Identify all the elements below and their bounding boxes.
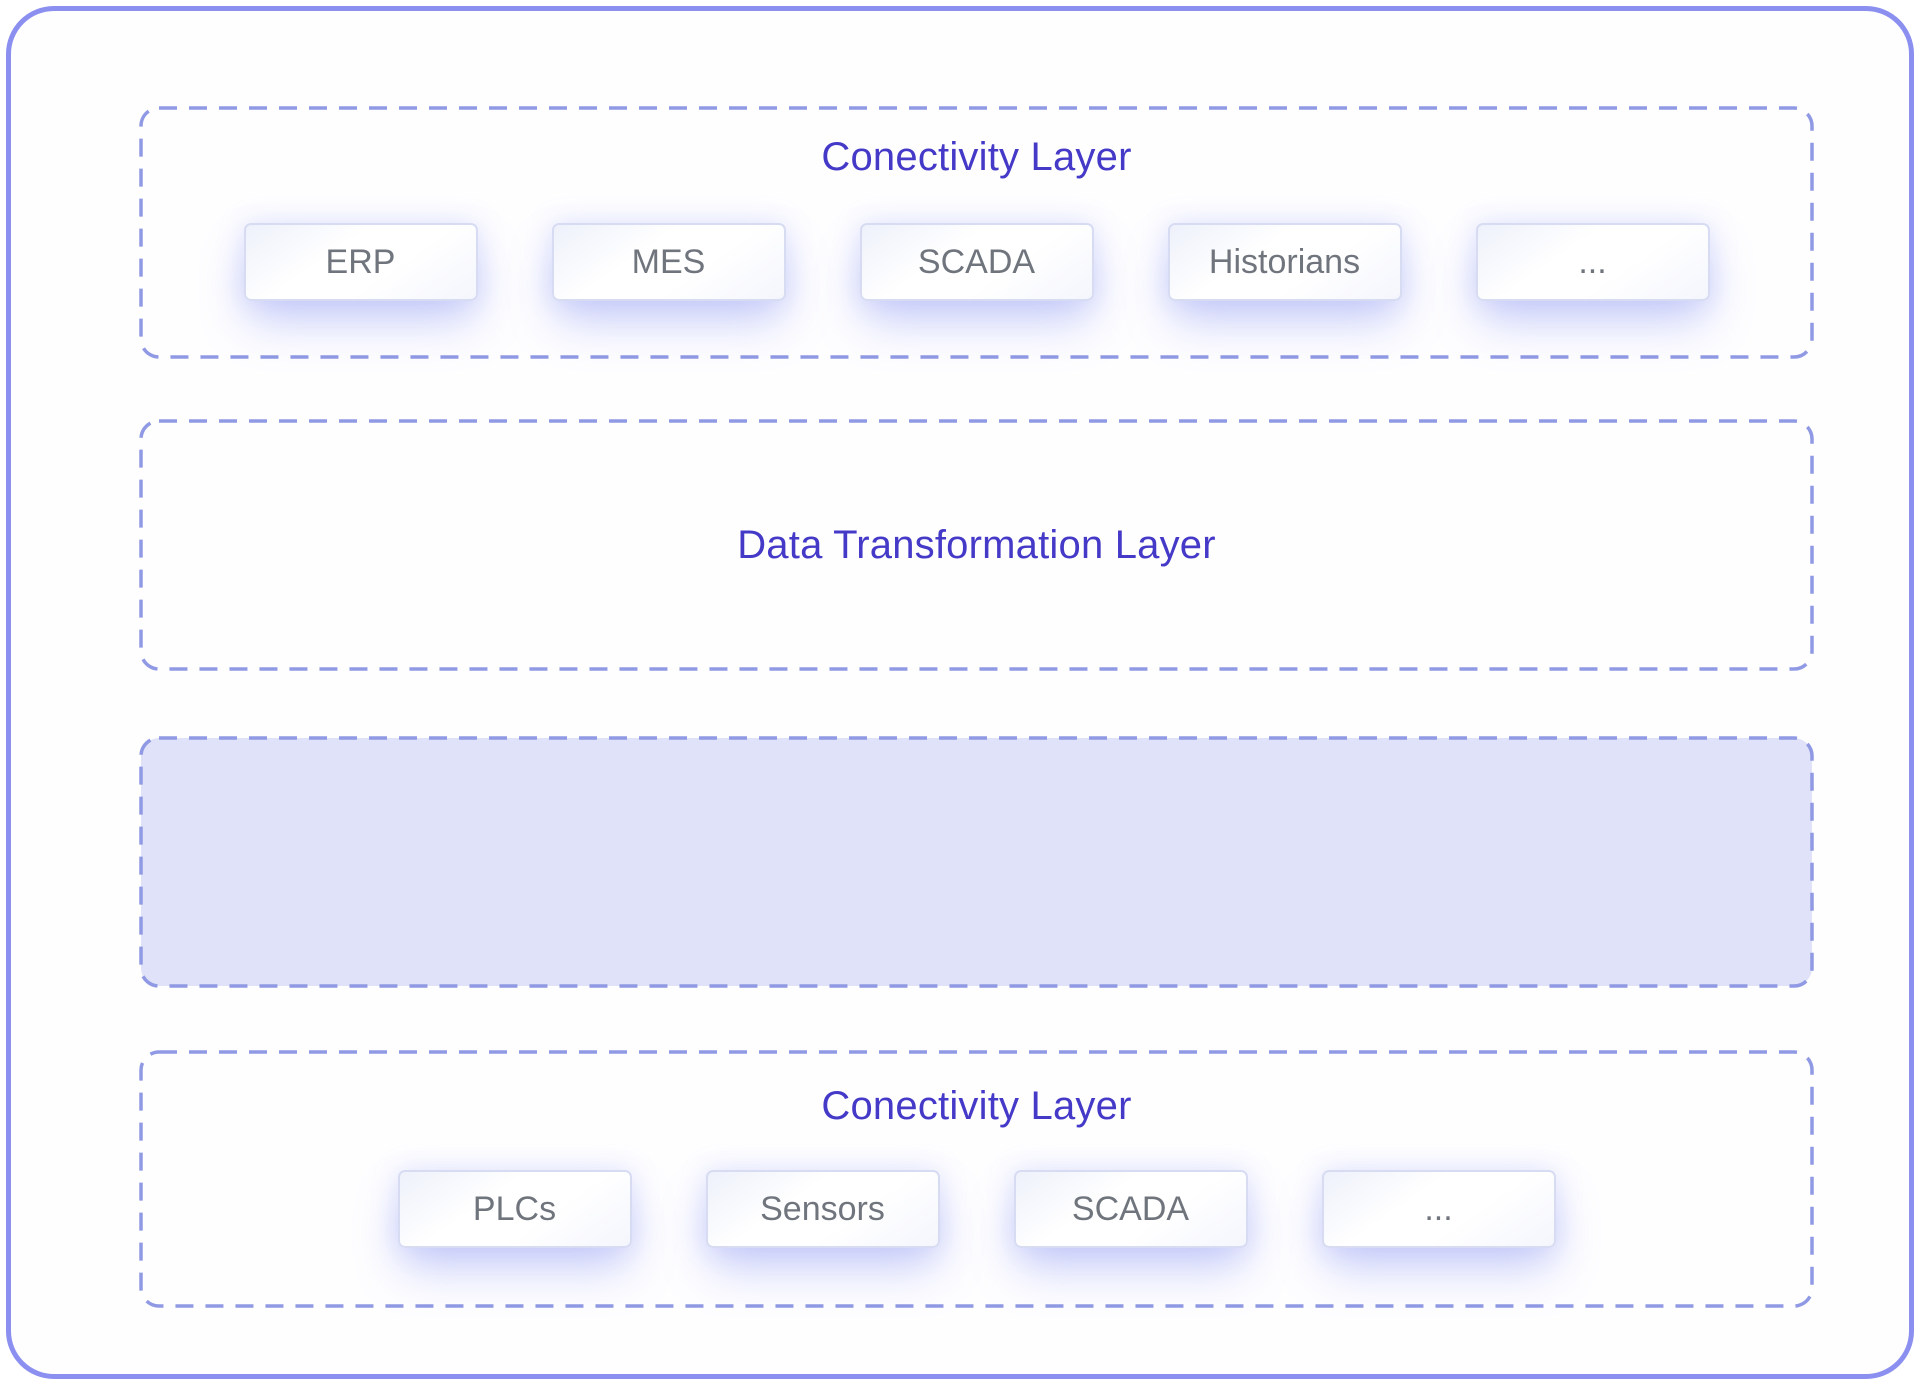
node-label: MES bbox=[631, 242, 706, 281]
node-label: ERP bbox=[325, 242, 396, 281]
dashed-border bbox=[139, 736, 1814, 988]
node-label: SCADA bbox=[1071, 1189, 1190, 1228]
node-label: PLCs bbox=[472, 1189, 557, 1228]
layer-title: Conectivity Layer bbox=[821, 1084, 1132, 1128]
node-scada-bottom: SCADA bbox=[1013, 1170, 1248, 1248]
dashed-border bbox=[139, 106, 1814, 359]
node-erp: ERP bbox=[243, 223, 478, 301]
section-connectivity-top: Conectivity Layer ERP MES SCADA Historia… bbox=[139, 106, 1814, 359]
node-plcs: PLCs bbox=[397, 1170, 632, 1248]
node-mes: MES bbox=[551, 223, 786, 301]
node-row-bottom: PLCs Sensors SCADA ... bbox=[139, 1170, 1814, 1248]
diagram-frame: Conectivity Layer ERP MES SCADA Historia… bbox=[6, 6, 1914, 1379]
node-ellipsis-top: ... bbox=[1475, 223, 1710, 301]
layer-title: Conectivity Layer bbox=[821, 135, 1132, 179]
node-label: ... bbox=[1578, 242, 1607, 281]
node-scada-top: SCADA bbox=[859, 223, 1094, 301]
layer-title: Data Transformation Layer bbox=[737, 522, 1216, 567]
section-message-broker: Message Broker bbox=[139, 736, 1814, 988]
node-label: ... bbox=[1424, 1189, 1453, 1228]
node-ellipsis-bottom: ... bbox=[1321, 1170, 1556, 1248]
node-row-top: ERP MES SCADA Historians ... bbox=[139, 223, 1814, 301]
dashed-border bbox=[139, 1050, 1814, 1308]
node-label: Historians bbox=[1208, 242, 1361, 281]
node-historians: Historians bbox=[1167, 223, 1402, 301]
node-sensors: Sensors bbox=[705, 1170, 940, 1248]
dashed-border bbox=[139, 419, 1814, 671]
node-label: Sensors bbox=[760, 1189, 885, 1228]
section-connectivity-bottom: Conectivity Layer PLCs Sensors SCADA ... bbox=[139, 1050, 1814, 1308]
node-label: SCADA bbox=[917, 242, 1036, 281]
section-data-transformation: Data Transformation Layer bbox=[139, 419, 1814, 671]
